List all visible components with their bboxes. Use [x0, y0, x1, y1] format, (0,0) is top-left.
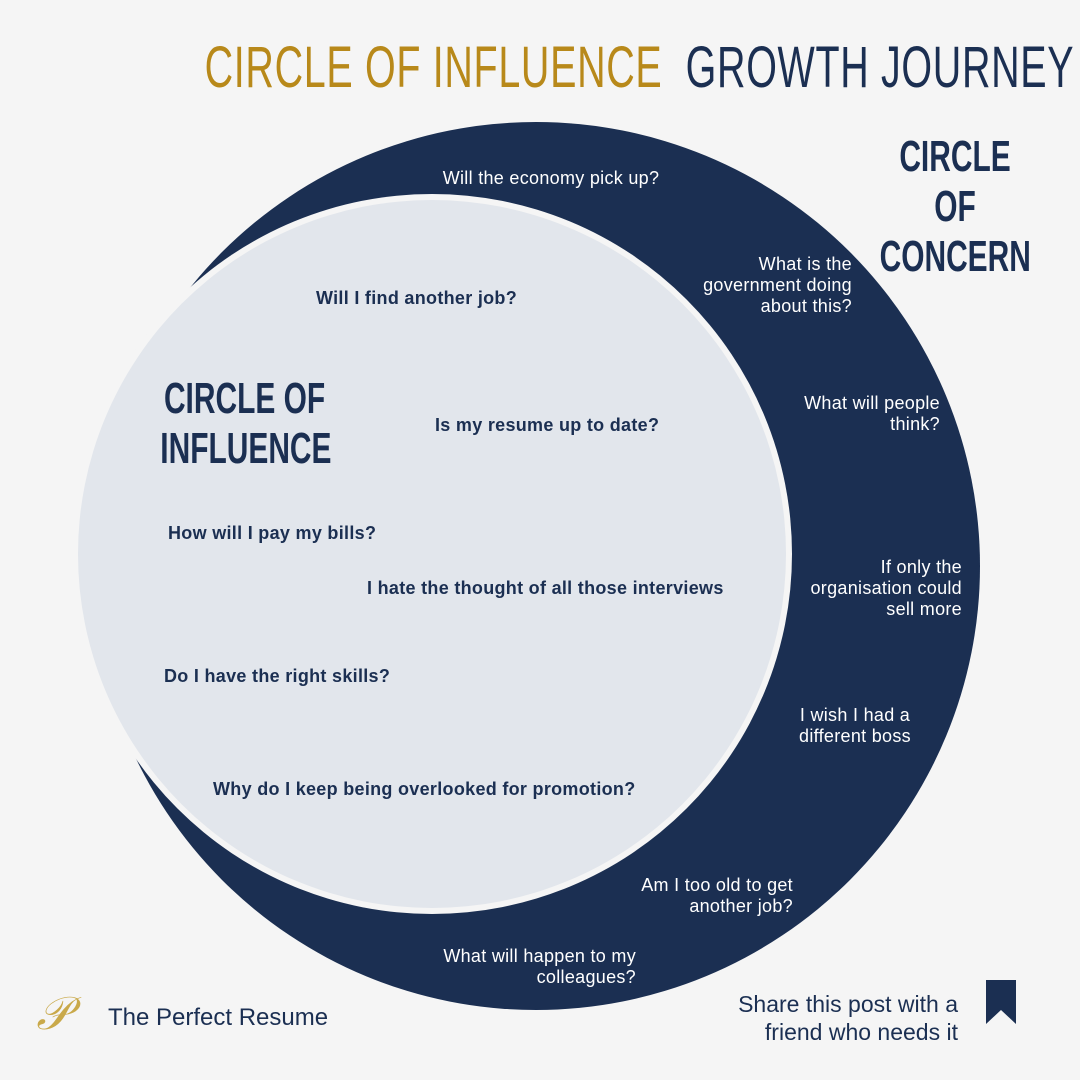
influence-item: Will I find another job?	[316, 288, 518, 308]
influence-item: Why do I keep being overlooked for promo…	[213, 779, 636, 799]
bookmark-icon[interactable]	[984, 978, 1018, 1026]
circle-of-influence	[78, 200, 786, 908]
influence-heading-line1: CIRCLE OF	[164, 374, 326, 423]
concern-heading-line1: CIRCLE OF	[899, 132, 1011, 231]
concern-heading-line2: CONCERN	[879, 232, 1031, 281]
concern-item: What is the government doing about this?	[703, 254, 852, 316]
influence-heading: CIRCLE OF INFLUENCE	[120, 374, 370, 474]
concern-item: I wish I had a different boss	[799, 705, 911, 746]
concern-item: If only the organisation could sell more	[810, 557, 962, 619]
concern-heading: CIRCLE OF CONCERN	[840, 132, 1070, 282]
influence-item: Do I have the right skills?	[164, 666, 391, 686]
logo-icon: 𝒫	[36, 986, 70, 1040]
share-text: Share this post with a friend who needs …	[738, 991, 958, 1045]
influence-heading-line2: INFLUENCE	[160, 424, 332, 473]
concern-item: What will happen to my colleagues?	[443, 946, 636, 987]
concern-item: Will the economy pick up?	[442, 168, 660, 188]
influence-item: How will I pay my bills?	[168, 523, 377, 543]
page-title: CIRCLE OF INFLUENCE GROWTH JOURNEY	[0, 34, 1080, 101]
title-part-2: GROWTH JOURNEY	[685, 35, 1075, 100]
concern-item: Am I too old to get another job?	[641, 875, 793, 916]
title-part-1: CIRCLE OF INFLUENCE	[204, 35, 663, 100]
influence-item: I hate the thought of all those intervie…	[367, 578, 724, 598]
influence-item: Is my resume up to date?	[435, 415, 660, 435]
concern-item: What will people think?	[804, 393, 940, 434]
brand-name: The Perfect Resume	[108, 1004, 329, 1031]
